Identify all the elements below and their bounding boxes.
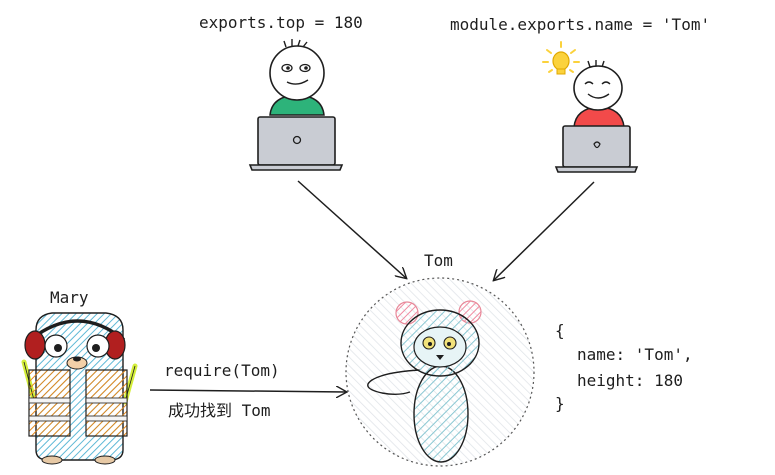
found-prefix-text: 成功找到 bbox=[168, 401, 233, 420]
require-call-label: require(Tom) bbox=[164, 361, 280, 380]
left-developer-figure bbox=[269, 39, 325, 116]
bulb-icon bbox=[542, 41, 580, 75]
found-name-text: Tom bbox=[241, 401, 271, 420]
right-developer-head bbox=[573, 65, 623, 111]
mary-gopher-icon bbox=[21, 312, 138, 465]
right-developer-figure bbox=[573, 60, 625, 128]
right-code-label: module.exports.name = 'Tom' bbox=[450, 15, 711, 34]
left-code-label: exports.top = 180 bbox=[199, 13, 363, 32]
arrow-mary-to-tom bbox=[149, 390, 346, 392]
arrow-left-developer-to-tom bbox=[297, 180, 406, 278]
object-line-name: name: 'Tom', bbox=[577, 345, 693, 364]
left-developer-head bbox=[269, 45, 325, 101]
tom-module-title: Tom bbox=[424, 251, 453, 270]
object-close-brace: } bbox=[555, 394, 565, 413]
found-result-label: 成功找到 Tom bbox=[168, 401, 271, 421]
tom-mascot-icon bbox=[367, 300, 482, 463]
mary-label: Mary bbox=[50, 288, 89, 307]
left-laptop-icon bbox=[248, 116, 344, 171]
object-line-height: height: 180 bbox=[577, 371, 683, 390]
right-laptop-icon bbox=[554, 125, 639, 173]
object-open-brace: { bbox=[555, 321, 565, 340]
arrow-right-developer-to-tom bbox=[494, 181, 595, 280]
